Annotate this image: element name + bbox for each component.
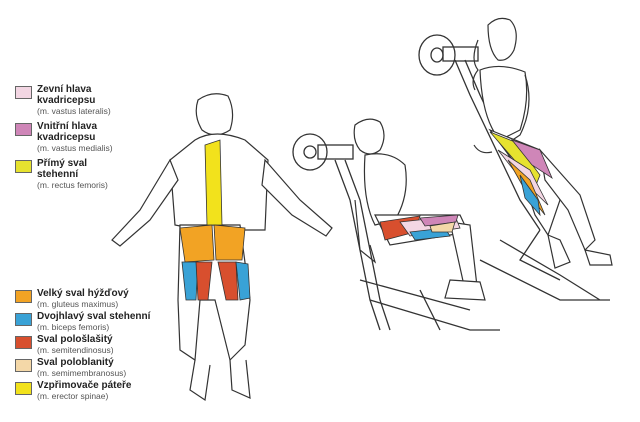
legend-item-erector-spinae: Vzpřimovače páteře (m. erector spinae) <box>15 380 185 402</box>
legend-latin: (m. rectus femoris) <box>37 180 108 190</box>
squatting-figure <box>353 118 486 301</box>
legend-posterior-muscles: Velký sval hýžďový (m. gluteus maximus) … <box>15 288 185 402</box>
color-swatch <box>15 123 32 136</box>
legend-item-rectus-femoris: Přímý sval stehenní (m. rectus femoris) <box>15 158 185 191</box>
color-swatch <box>15 86 32 99</box>
color-swatch <box>15 359 32 372</box>
color-swatch <box>15 313 32 326</box>
legend-name: Přímý sval <box>37 158 88 169</box>
legend-name: Vzpřimovače páteře <box>37 380 132 391</box>
standing-figure <box>472 17 613 269</box>
legend-item-vastus-lateralis: Zevní hlava kvadricepsu (m. vastus later… <box>15 84 185 117</box>
back-view-muscles <box>179 139 251 301</box>
legend-name: Dvojhlavý sval stehenní <box>37 311 151 322</box>
legend-latin: (m. semimembranosus) <box>37 368 127 378</box>
legend-name: kvadricepsu <box>37 132 96 143</box>
legend-item-semimembranosus: Sval poloblanitý (m. semimembranosus) <box>15 357 185 379</box>
legend-name: Sval poloblanitý <box>37 357 114 368</box>
color-swatch <box>15 160 32 173</box>
squatting-figure-muscles <box>379 214 461 241</box>
standing-figure-muscles <box>489 131 553 217</box>
legend-name: stehenní <box>37 169 79 180</box>
legend-item-biceps-femoris: Dvojhlavý sval stehenní (m. biceps femor… <box>15 311 185 333</box>
legend-item-vastus-medialis: Vnitřní hlava kvadricepsu (m. vastus med… <box>15 121 185 154</box>
legend-latin: (m. semitendinosus) <box>37 345 114 355</box>
hack-squat-machine-upper <box>418 34 610 301</box>
legend-latin: (m. gluteus maximus) <box>37 299 119 309</box>
color-swatch <box>15 382 32 395</box>
legend-latin: (m. vastus medialis) <box>37 143 113 153</box>
legend-item-gluteus-maximus: Velký sval hýžďový (m. gluteus maximus) <box>15 288 185 310</box>
color-swatch <box>15 290 32 303</box>
legend-name: Vnitřní hlava <box>37 121 98 132</box>
color-swatch <box>15 336 32 349</box>
legend-name: Velký sval hýžďový <box>37 288 129 299</box>
legend-latin: (m. erector spinae) <box>37 391 109 401</box>
legend-latin: (m. vastus lateralis) <box>37 106 111 116</box>
legend-latin: (m. biceps femoris) <box>37 322 110 332</box>
legend-name: Zevní hlava <box>37 84 92 95</box>
hack-squat-machine-lower <box>292 133 500 331</box>
legend-quadriceps: Zevní hlava kvadricepsu (m. vastus later… <box>15 84 185 191</box>
legend-name: kvadricepsu <box>37 95 96 106</box>
legend-item-semitendinosus: Sval pološlašitý (m. semitendinosus) <box>15 334 185 356</box>
legend-name: Sval pološlašitý <box>37 334 113 345</box>
